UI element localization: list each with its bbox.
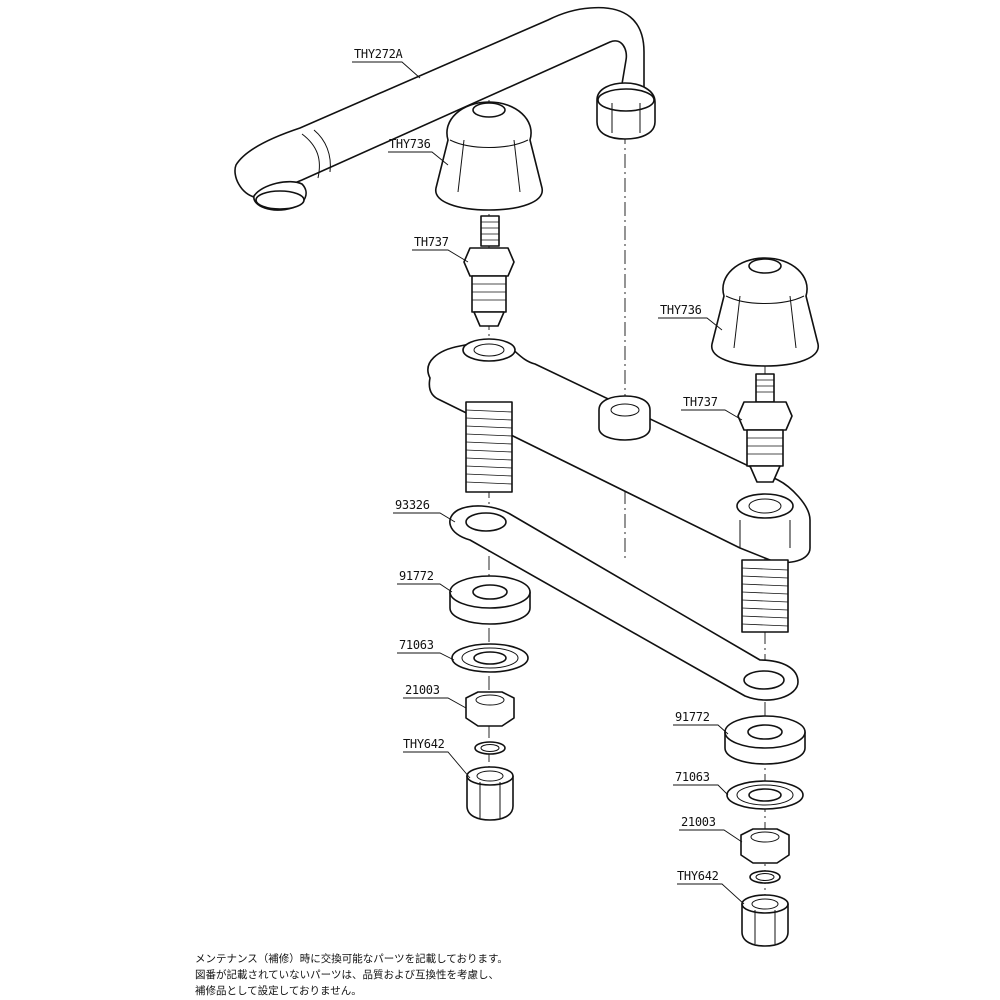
ring-right-part: [749, 870, 781, 884]
label-lockwasher-right: 71063: [675, 770, 710, 784]
leader-washer-left: [397, 583, 453, 593]
label-cartridge-right: TH737: [683, 395, 718, 409]
leader-handle-left: [388, 151, 449, 166]
cap-nut-left-part: [466, 766, 514, 821]
leader-lockwasher-right: [673, 784, 729, 796]
leader-spout: [352, 61, 421, 79]
washer-right-part: [724, 715, 806, 765]
note-line-2: 図番が記載されていないパーツは、品質および互換性を考慮し、: [195, 969, 499, 981]
label-washer-left: 91772: [399, 569, 434, 583]
leader-handle-right: [658, 317, 723, 331]
handle-right-part: [711, 257, 819, 367]
label-spout: THY272A: [354, 47, 404, 61]
label-plate: 93326: [395, 498, 430, 512]
maintenance-note: メンテナンス（補修）時に交換可能なパーツを記載しております。 図番が記載されてい…: [195, 951, 615, 999]
leader-nut-left: [403, 697, 467, 709]
label-ring-right: THY642: [677, 869, 719, 883]
note-line-1: メンテナンス（補修）時に交換可能なパーツを記載しております。: [195, 953, 508, 965]
leader-washer-right: [673, 724, 729, 735]
spout-part: [234, 6, 656, 211]
leader-cartridge-left: [412, 249, 469, 263]
label-nut-right: 21003: [681, 815, 716, 829]
leader-lockwasher-left: [397, 652, 455, 661]
label-lockwasher-left: 71063: [399, 638, 434, 652]
leader-ring-left: [403, 751, 471, 779]
label-washer-right: 91772: [675, 710, 710, 724]
nut-right-part: [740, 828, 790, 864]
lockwasher-right-part: [726, 780, 804, 810]
leader-nut-right: [679, 829, 743, 843]
cartridge-right-part: [737, 373, 793, 483]
label-handle-left: THY736: [389, 137, 431, 151]
label-handle-right: THY736: [660, 303, 702, 317]
lockwasher-left-part: [451, 643, 529, 673]
label-nut-left: 21003: [405, 683, 440, 697]
leader-cartridge-right: [681, 409, 743, 421]
shank-right-part: [741, 559, 789, 633]
note-line-3: 補修品として設定しておりません。: [195, 985, 362, 997]
leader-ring-right: [677, 883, 745, 905]
cap-nut-right-part: [741, 894, 789, 947]
handle-left-part: [435, 101, 543, 211]
mounting-plate-part: [449, 505, 799, 701]
washer-left-part: [449, 575, 531, 625]
faucet-body-part: [427, 338, 811, 564]
label-cartridge-left: TH737: [414, 235, 449, 249]
nut-left-part: [465, 691, 515, 727]
cartridge-left-part: [463, 215, 515, 327]
ring-left-part: [474, 741, 506, 755]
label-ring-left: THY642: [403, 737, 445, 751]
shank-left-part: [465, 401, 513, 493]
leader-plate: [393, 512, 456, 523]
